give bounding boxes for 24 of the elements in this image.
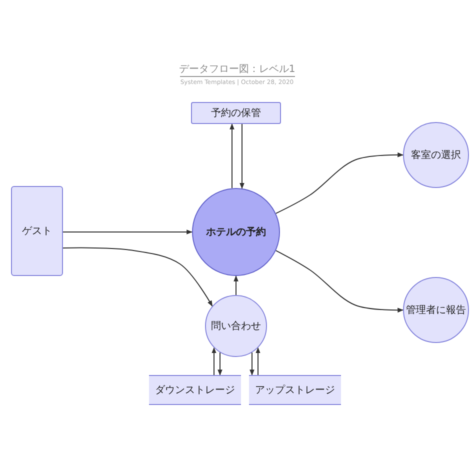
arrow bbox=[212, 347, 216, 376]
external-entity-box bbox=[11, 186, 63, 276]
node-label: 客室の選択 bbox=[411, 150, 461, 160]
node-label: 管理者に報告 bbox=[406, 304, 466, 316]
arrow bbox=[218, 352, 222, 376]
arrow bbox=[275, 250, 404, 313]
data-store-box bbox=[191, 102, 281, 124]
node-label: 問い合わせ bbox=[211, 320, 261, 332]
data-store-box bbox=[249, 375, 341, 405]
data-store-box bbox=[149, 375, 241, 405]
arrow bbox=[230, 123, 234, 189]
arrow bbox=[62, 230, 193, 234]
node-label: ホテルの予約 bbox=[206, 226, 266, 238]
node-label: ダウンストレージ bbox=[155, 384, 235, 396]
arrow bbox=[62, 247, 213, 307]
node-label: アップストレージ bbox=[255, 384, 335, 396]
node-label: 予約の保管 bbox=[211, 108, 261, 118]
node-label: ゲスト bbox=[22, 226, 52, 236]
diagram-title: データフロー図：レベル1 bbox=[178, 63, 296, 76]
arrow bbox=[234, 275, 238, 296]
arrow bbox=[256, 347, 260, 376]
arrow bbox=[275, 152, 404, 214]
arrow bbox=[240, 124, 244, 189]
arrow bbox=[250, 352, 254, 376]
